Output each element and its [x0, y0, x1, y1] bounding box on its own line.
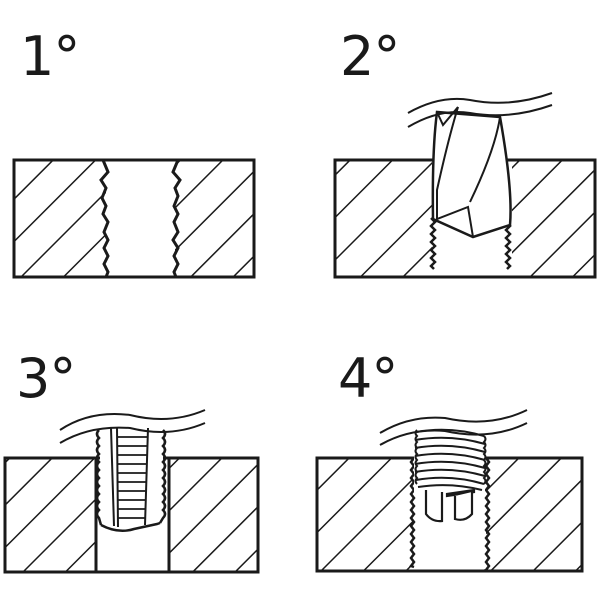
tap-tool — [100, 428, 163, 530]
step-3-label: 3° — [16, 347, 76, 410]
step-3-panel — [3, 409, 260, 574]
step-1-label: 1° — [20, 25, 80, 88]
drill-bit — [431, 110, 512, 239]
insert-tangs — [424, 488, 476, 523]
step-4-label: 4° — [338, 347, 398, 410]
step-1-panel — [12, 158, 256, 279]
step-2-panel — [333, 92, 597, 279]
step-4-panel — [315, 409, 584, 573]
step-2-label: 2° — [340, 25, 400, 88]
